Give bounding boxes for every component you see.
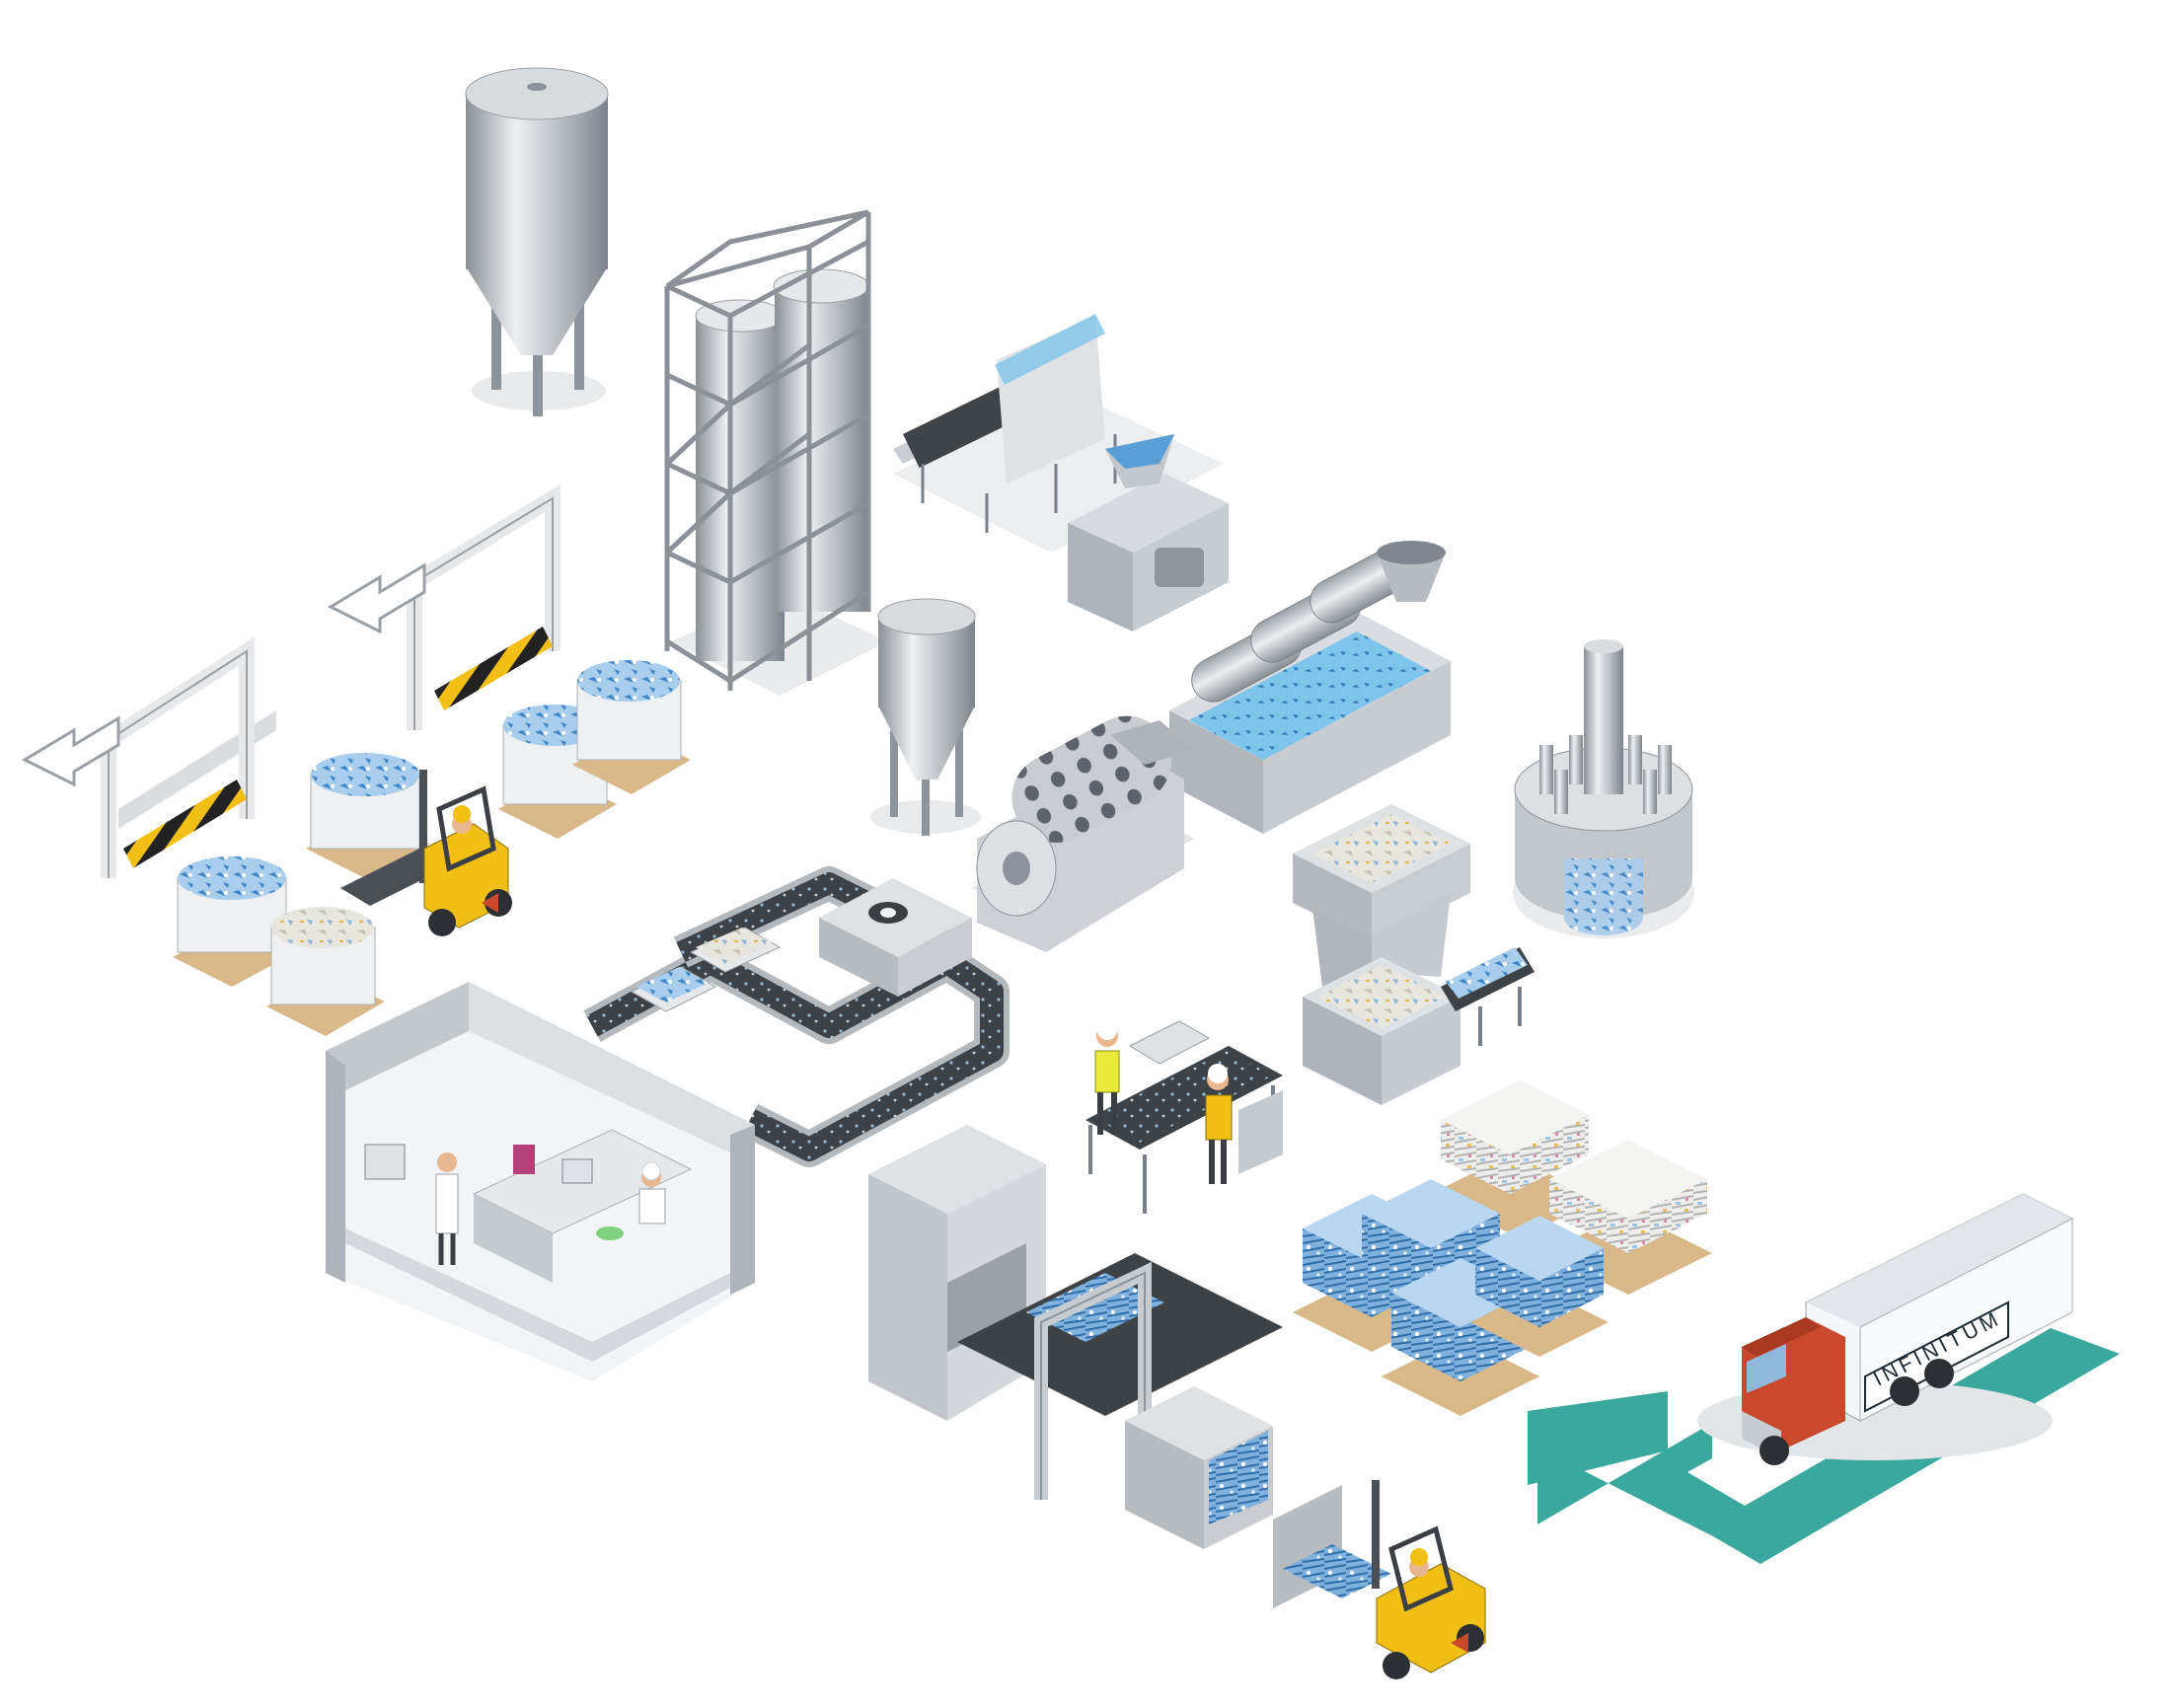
- scaffold-tower: [664, 209, 888, 696]
- top-silo: [465, 67, 609, 416]
- forklift-top: [340, 770, 512, 936]
- return-arrow-icon: [1528, 1328, 2120, 1564]
- conveyor-loop: [583, 866, 1010, 1167]
- delivery-truck: INFINITUM: [1697, 1193, 2073, 1465]
- bulk-bag-5: [572, 660, 691, 794]
- forklift-bottom: [1372, 1480, 1486, 1679]
- bale-blue-2: [1362, 1179, 1500, 1302]
- shredder-hopper: [1293, 804, 1535, 1105]
- sorting-worker-left: [1094, 1020, 1120, 1135]
- bulk-bag-3: [306, 753, 429, 878]
- washing-tank: [1169, 541, 1451, 834]
- sorting-worker-right: [1205, 1064, 1233, 1184]
- loading-door-right: [327, 483, 561, 730]
- manual-sorting-station: [1086, 1020, 1283, 1214]
- bulk-bag-2: [266, 907, 385, 1036]
- bulk-bag-1: [173, 856, 296, 987]
- centrifuge-dryer: [1513, 639, 1694, 938]
- loading-door-left: [21, 636, 276, 878]
- lab-technician-standing: [435, 1152, 459, 1265]
- quality-lab: [326, 982, 755, 1381]
- optical-sorter: [819, 878, 972, 997]
- trommel-drum: [972, 715, 1194, 952]
- baling-press: [868, 1125, 1391, 1608]
- bale-blue-4: [1470, 1216, 1609, 1357]
- bale-stacks: [1293, 1080, 1712, 1416]
- middle-silo: [870, 598, 981, 836]
- lab-technician-seated: [638, 1161, 666, 1225]
- extruder-line: [893, 314, 1229, 631]
